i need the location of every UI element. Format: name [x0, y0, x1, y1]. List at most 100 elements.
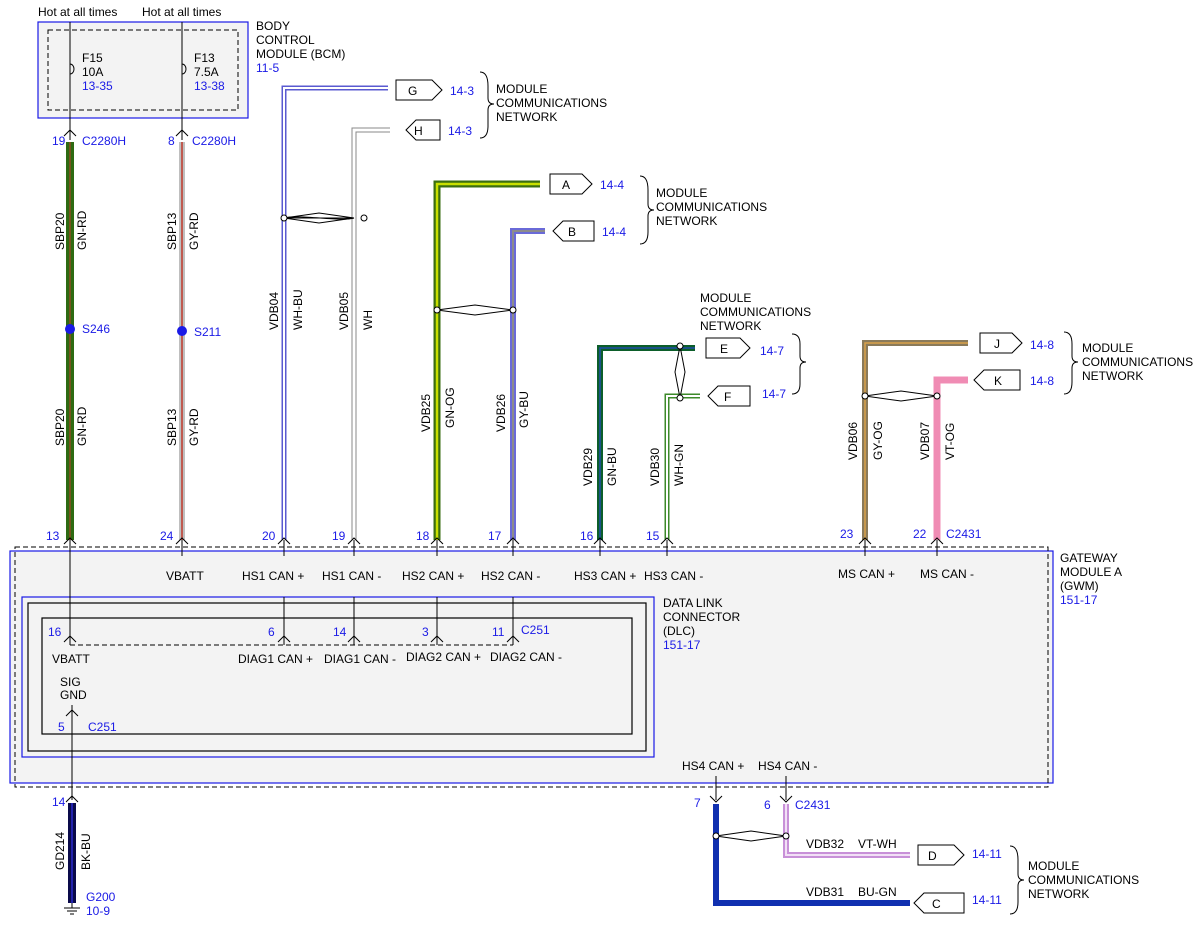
connector-g-letter: G	[408, 84, 417, 98]
vdb06-circuit: VDB06	[846, 422, 860, 460]
fuse-f13-icon	[181, 63, 187, 75]
gwm-conn-c2431-b: C2431	[795, 798, 831, 812]
vdb05-color: WH	[361, 310, 375, 330]
ground-ref: 10-9	[86, 904, 110, 918]
sbp13-color-b: GY-RD	[187, 408, 201, 446]
twisted-pair-icon	[283, 212, 355, 224]
connector-f-ref: 14-7	[762, 387, 786, 401]
dlc-label-diag2p: DIAG2 CAN +	[406, 650, 481, 664]
gwm-name-1: GATEWAY	[1060, 551, 1118, 565]
vdb06-color: GY-OG	[871, 421, 885, 460]
vdb30-circuit: VDB30	[648, 448, 662, 486]
connector-d-letter: D	[928, 849, 937, 863]
gwm-pin-13: 13	[46, 529, 60, 543]
dlc-ref: 151-17	[663, 638, 701, 652]
gd214-circuit: GD214	[53, 832, 67, 870]
gwm-pin-22: 22	[913, 527, 927, 541]
fuse-f15-amp: 10A	[82, 65, 103, 79]
dlc-pin-3: 3	[422, 625, 429, 639]
vdb04-color: WH-BU	[291, 289, 305, 330]
connector-j-ref: 14-8	[1030, 338, 1054, 352]
gwm-label-msp: MS CAN +	[838, 567, 895, 581]
connector-c-ref: 14-11	[972, 893, 1002, 907]
gwm-pin-20: 20	[262, 529, 276, 543]
net3-l2: COMMUNICATIONS	[700, 305, 811, 319]
brace-3	[791, 333, 807, 395]
net1-l1: MODULE	[496, 82, 547, 96]
vdb25-circuit: VDB25	[419, 394, 433, 432]
net3-l3: NETWORK	[700, 319, 761, 333]
connector-a-ref: 14-4	[600, 178, 624, 192]
connector-j-letter: J	[994, 337, 1000, 351]
connector-b	[552, 220, 595, 242]
fuse-f13-amp: 7.5A	[194, 65, 219, 79]
sbp20-color-a: GN-RD	[75, 210, 89, 250]
sig-conn-c251: C251	[88, 720, 117, 734]
gwm-ref: 151-17	[1060, 593, 1098, 607]
net2-l3: NETWORK	[656, 214, 717, 228]
dlc-conn-c251: C251	[521, 623, 550, 637]
splice-s246	[65, 324, 75, 334]
gwm-label-hs3p: HS3 CAN +	[574, 569, 636, 583]
fuse-f13-id: F13	[194, 51, 215, 65]
pin-8: 8	[168, 134, 175, 148]
sbp13-color-a: GY-RD	[187, 212, 201, 250]
gwm-label-hs3m: HS3 CAN -	[644, 569, 703, 583]
gwm-ground-pin: 14	[52, 795, 66, 809]
gwm-pin-24: 24	[160, 529, 174, 543]
bcm-box	[37, 21, 249, 119]
vdb05-circuit: VDB05	[337, 292, 351, 330]
brace-5	[1009, 845, 1025, 915]
connector-b-ref: 14-4	[602, 225, 626, 239]
gwm-label-vbatt: VBATT	[166, 569, 204, 583]
dlc-name-2: CONNECTOR	[663, 610, 740, 624]
dlc-name-3: (DLC)	[663, 624, 695, 638]
connector-a-letter: A	[562, 178, 570, 192]
gwm-label-hs2m: HS2 CAN -	[481, 569, 540, 583]
connector-h-letter: H	[414, 124, 423, 138]
vdb30-color: WH-GN	[672, 444, 686, 486]
fuse-f13-ref: 13-38	[194, 79, 225, 93]
vdb32-circuit: VDB32	[806, 837, 844, 851]
dlc-label-diag1m: DIAG1 CAN -	[324, 652, 396, 666]
sbp20-color-b: GN-RD	[75, 406, 89, 446]
vdb04-circuit: VDB04	[267, 292, 281, 330]
connector-g-ref: 14-3	[450, 84, 474, 98]
wire-vdb29	[597, 345, 695, 540]
dlc-label-diag2m: DIAG2 CAN -	[490, 650, 562, 664]
gwm-pin-19: 19	[332, 529, 346, 543]
vdb25-color: GN-OG	[443, 387, 457, 428]
brace-2	[639, 175, 655, 245]
wire-vdb07	[933, 376, 968, 540]
vdb29-circuit: VDB29	[581, 448, 595, 486]
gwm-conn-c2431: C2431	[946, 527, 982, 541]
gwm-name-2: MODULE A	[1060, 565, 1122, 579]
vdb26-color: GY-BU	[517, 391, 531, 428]
gwm-label-hs4p: HS4 CAN +	[682, 759, 744, 773]
wire-vdb05	[351, 127, 390, 540]
sbp20-circuit-b: SBP20	[53, 408, 67, 446]
vdb31-color: BU-GN	[858, 885, 897, 899]
gwm-label-hs1m: HS1 CAN -	[322, 569, 381, 583]
gwm-pin-17: 17	[488, 529, 502, 543]
gwm-pin-23: 23	[840, 527, 854, 541]
brace-4	[1063, 331, 1079, 395]
dlc-label-diag1p: DIAG1 CAN +	[238, 652, 313, 666]
gwm-label-hs2p: HS2 CAN +	[402, 569, 464, 583]
connector-k-letter: K	[994, 374, 1002, 388]
fuse-f15-id: F15	[82, 51, 103, 65]
connector-j	[979, 332, 1023, 354]
gwm-name-3: (GWM)	[1060, 579, 1099, 593]
connector-h-ref: 14-3	[448, 124, 472, 138]
fuse-f15-icon	[69, 63, 75, 75]
twisted-pair-icon-3	[674, 345, 686, 399]
bcm-ref: 11-5	[256, 61, 279, 75]
gwm-pin-7: 7	[694, 796, 701, 810]
dlc-pin-16: 16	[48, 625, 62, 639]
gd214-color: BK-BU	[79, 833, 93, 870]
net5-l2: COMMUNICATIONS	[1028, 873, 1139, 887]
gwm-pin-6: 6	[764, 798, 771, 812]
connector-h	[405, 119, 441, 141]
bcm-name-3: MODULE (BCM)	[256, 47, 345, 61]
